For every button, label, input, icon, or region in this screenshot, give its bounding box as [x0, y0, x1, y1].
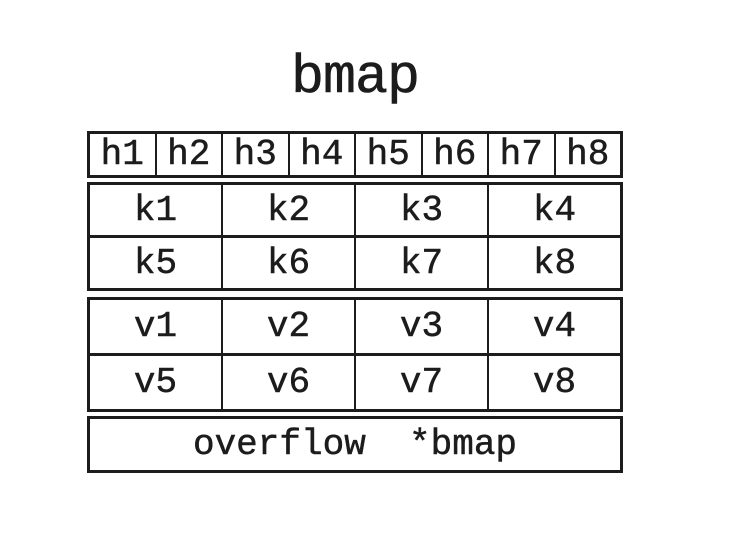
key-cell-k1: k1 [133, 189, 178, 231]
key-cell-k3: k3 [354, 185, 487, 235]
tophash-cell-h3: h3 [221, 134, 288, 175]
value-cell-v4: v4 [487, 300, 620, 353]
tophash-cell-h8: h8 [553, 134, 621, 175]
overflow-block: overflow *bmap [87, 416, 623, 473]
value-cell-v1: v1 [133, 306, 178, 348]
key-cell-k8: k8 [487, 238, 620, 288]
overflow-cell: overflow *bmap [192, 424, 518, 466]
value-cell-v6: v6 [221, 356, 354, 409]
tophash-cell-h5: h5 [354, 134, 421, 175]
values-block: v1 v2 v3 v4 v5 v6 v7 v8 [87, 297, 623, 412]
value-cell-v2: v2 [221, 300, 354, 353]
tophash-cell-h7: h7 [487, 134, 554, 175]
key-cell-k4: k4 [487, 185, 620, 235]
keys-row-1: k1 k2 k3 k4 [90, 185, 620, 235]
keys-row-2: k5 k6 k7 k8 [90, 235, 620, 288]
key-cell-k5: k5 [133, 242, 178, 284]
tophash-block: h1 h2 h3 h4 h5 h6 h7 h8 [87, 131, 623, 178]
bmap-struct: h1 h2 h3 h4 h5 h6 h7 h8 k1 k2 k3 k4 k5 k… [87, 131, 623, 473]
value-cell-v5: v5 [133, 362, 178, 404]
values-row-2: v5 v6 v7 v8 [90, 353, 620, 409]
values-row-1: v1 v2 v3 v4 [90, 300, 620, 353]
overflow-row: overflow *bmap [90, 419, 620, 470]
tophash-row: h1 h2 h3 h4 h5 h6 h7 h8 [90, 134, 620, 175]
tophash-cell-h1: h1 [100, 134, 144, 175]
value-cell-v3: v3 [354, 300, 487, 353]
key-cell-k7: k7 [354, 238, 487, 288]
diagram-title: bmap [290, 46, 421, 110]
value-cell-v8: v8 [487, 356, 620, 409]
key-cell-k2: k2 [221, 185, 354, 235]
value-cell-v7: v7 [354, 356, 487, 409]
tophash-cell-h6: h6 [420, 134, 488, 175]
keys-block: k1 k2 k3 k4 k5 k6 k7 k8 [87, 182, 623, 291]
key-cell-k6: k6 [221, 238, 354, 288]
tophash-cell-h2: h2 [154, 134, 222, 175]
tophash-cell-h4: h4 [287, 134, 355, 175]
